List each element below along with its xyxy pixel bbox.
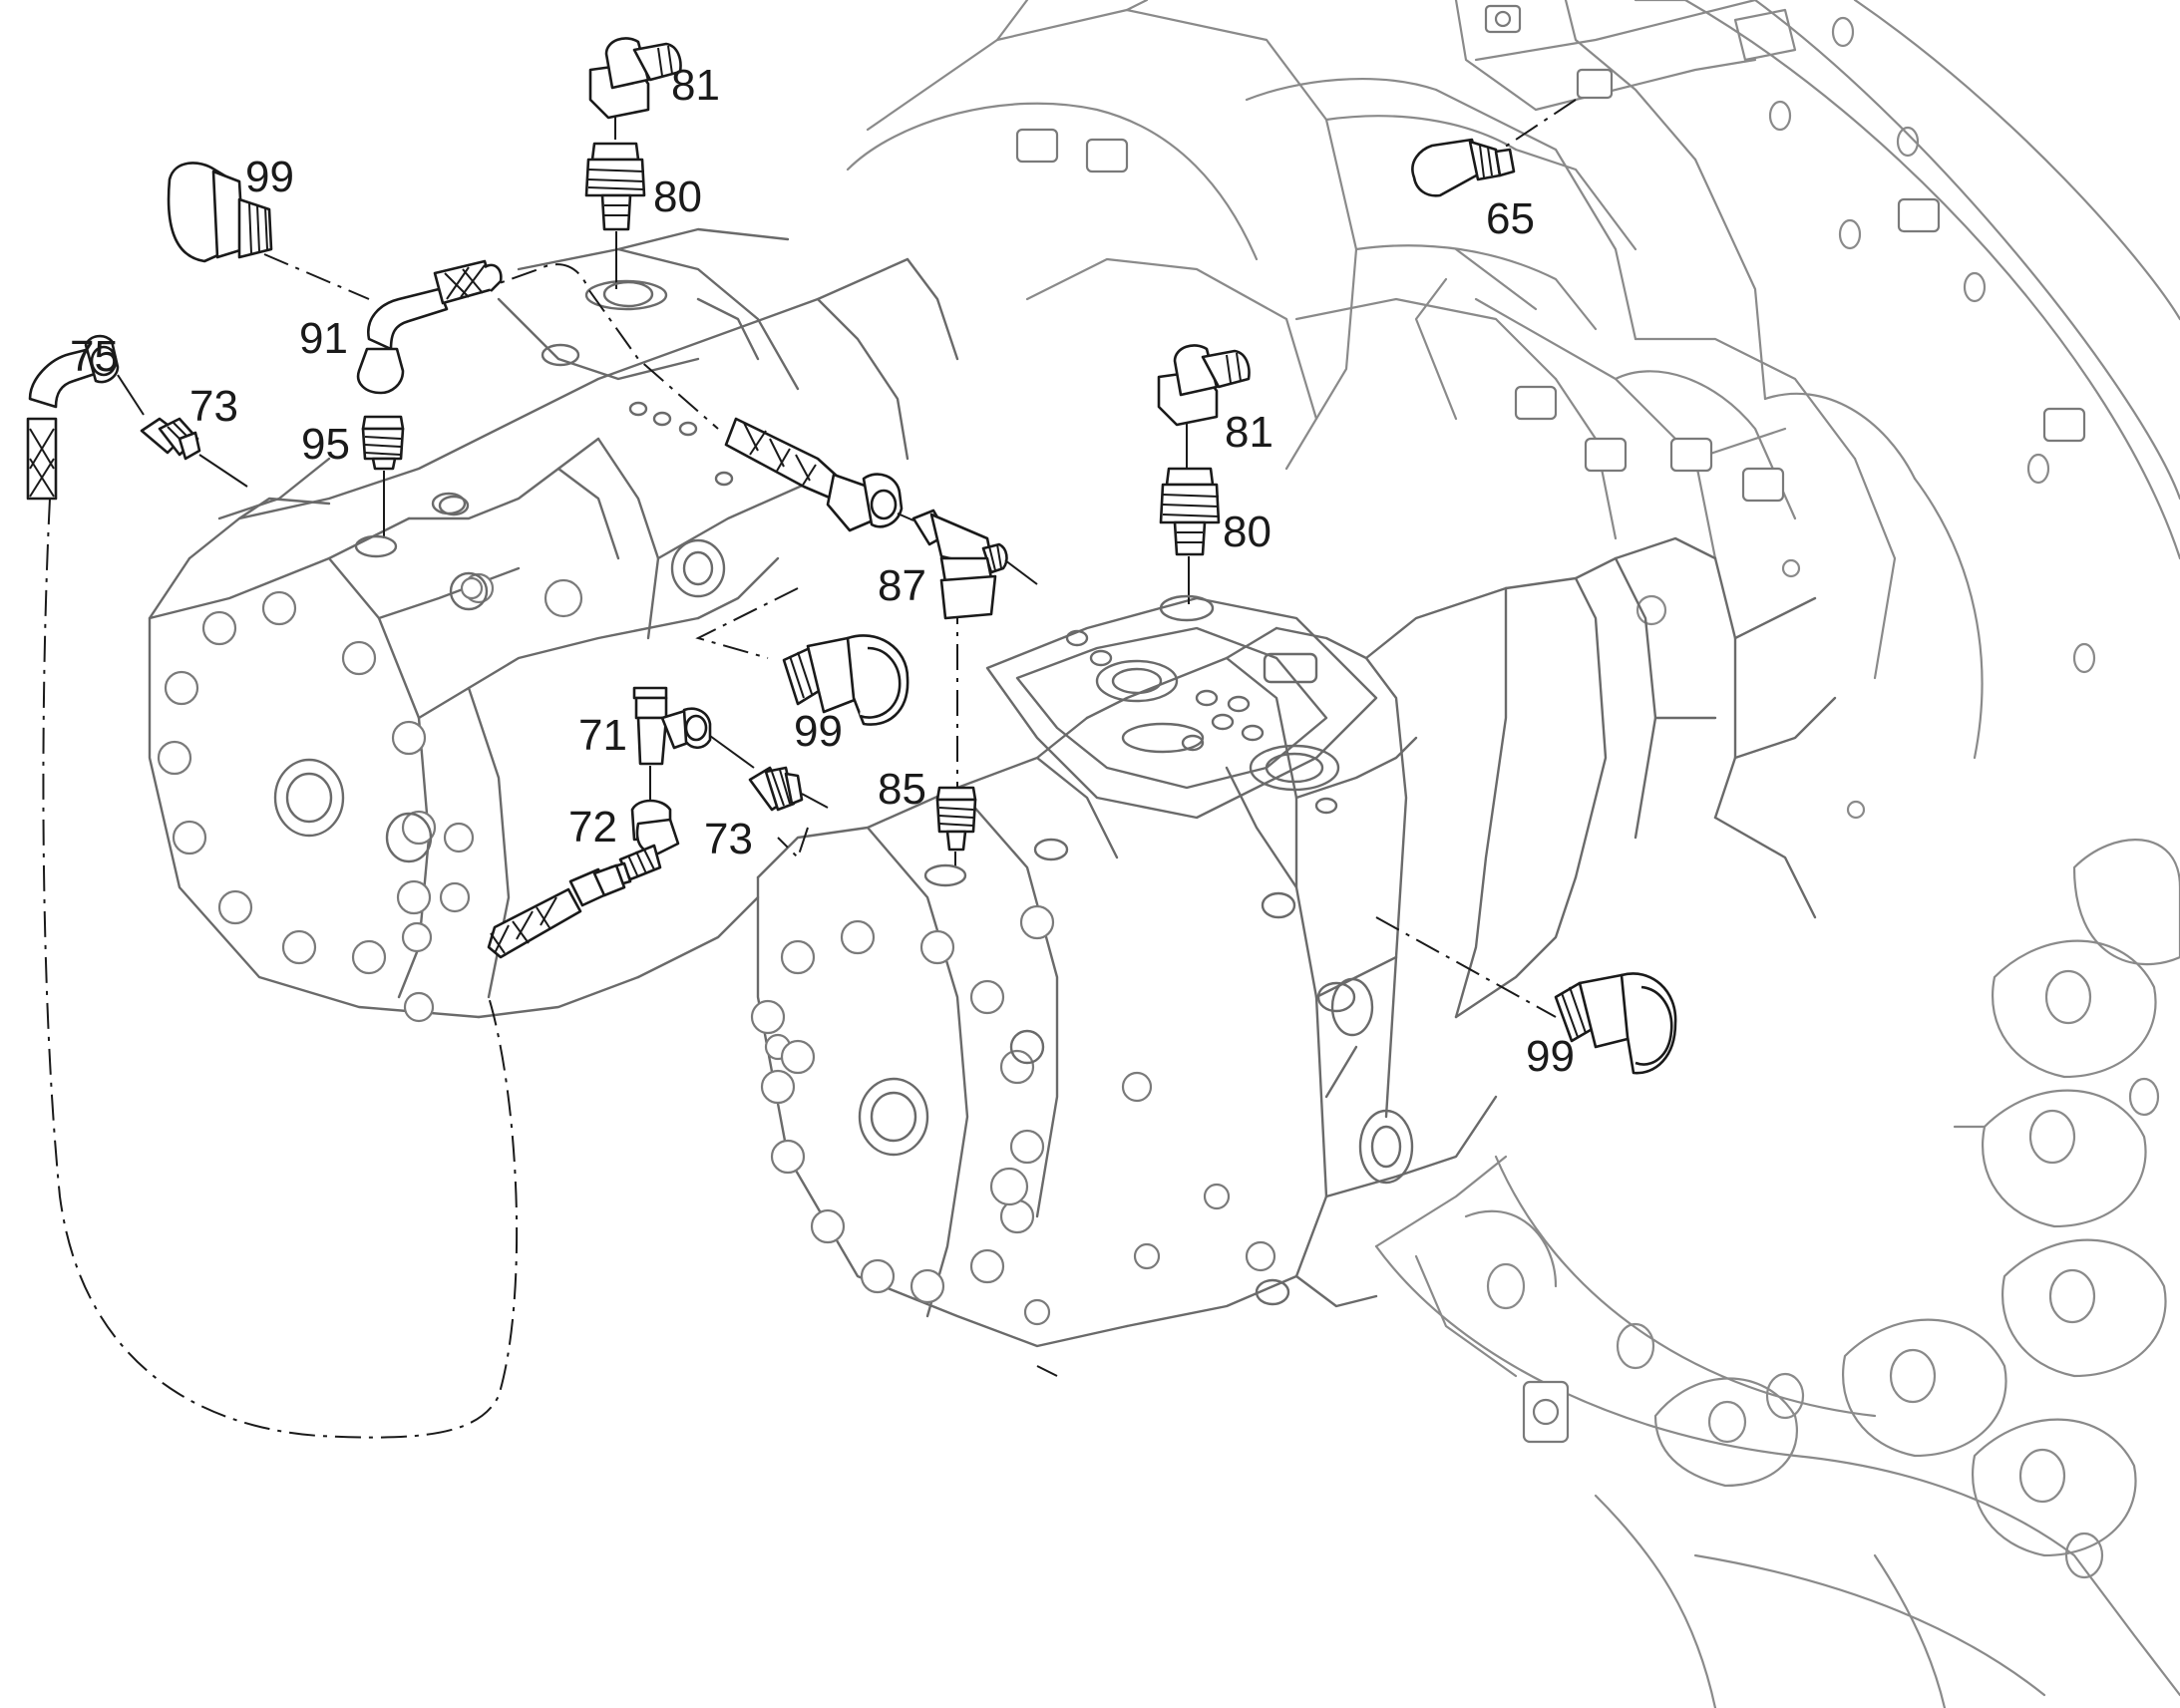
- rear-pump-body: [148, 227, 959, 1023]
- drive-housing-outline: [846, 0, 2180, 1708]
- assembly-dash-lines: [42, 99, 1577, 1439]
- callout-65: 65: [1486, 194, 1535, 243]
- callout-72: 72: [568, 803, 617, 852]
- adapter-fitting-73-lower: [748, 766, 829, 812]
- cap-plug-99-lower-right: [1554, 972, 1677, 1075]
- cap-plug-99-middle: [782, 634, 909, 726]
- callout-80-upper: 80: [653, 172, 702, 221]
- callout-81-lower: 81: [1225, 408, 1273, 457]
- hose-middle: [724, 417, 914, 532]
- elbow-fitting-72: [608, 799, 680, 887]
- cap-plug-99-upper-left: [167, 162, 273, 263]
- front-pump-body: [750, 536, 1837, 1348]
- plug-65: [1411, 138, 1516, 197]
- callout-99-lower-right: 99: [1526, 1032, 1575, 1081]
- callout-85: 85: [878, 765, 926, 814]
- adapter-fitting-95: [354, 415, 405, 558]
- callout-73-lower: 73: [704, 815, 753, 863]
- rear-pump-face-bolts: [157, 572, 583, 1023]
- hose-elbow-75: [26, 334, 145, 501]
- callout-95: 95: [301, 420, 350, 469]
- adapter-fitting-73-upper: [140, 417, 248, 488]
- adapter-fitting-85: [923, 786, 977, 887]
- tee-fitting-87: [911, 509, 1038, 620]
- callout-87: 87: [878, 561, 926, 610]
- elbow-fitting-81-lower: [1157, 344, 1251, 469]
- callout-91: 91: [299, 314, 348, 363]
- callout-75: 75: [70, 332, 119, 381]
- adapter-fitting-80-upper: [584, 142, 654, 308]
- callout-labels: 81 80 99 65 91 75 73 95 81 80 87 99 71 8…: [70, 61, 1575, 1081]
- callout-71: 71: [578, 711, 627, 760]
- hose-lower: [487, 863, 626, 959]
- front-pump-face-bolts: [750, 904, 1276, 1326]
- callout-99-upper-left: 99: [245, 153, 294, 201]
- hose-assembly-91: [356, 259, 503, 395]
- tee-fitting-71: [632, 686, 755, 808]
- adapter-fitting-80-lower: [1159, 467, 1221, 622]
- elbow-fitting-81-upper: [588, 37, 682, 140]
- callout-73-upper: 73: [189, 382, 238, 431]
- callout-99-middle: 99: [794, 707, 843, 756]
- callout-81-upper: 81: [671, 61, 720, 110]
- callout-80-lower: 80: [1223, 508, 1272, 556]
- wheel-hub-scallops: [1486, 839, 2180, 1579]
- rim-bolt-holes: [1768, 16, 2096, 674]
